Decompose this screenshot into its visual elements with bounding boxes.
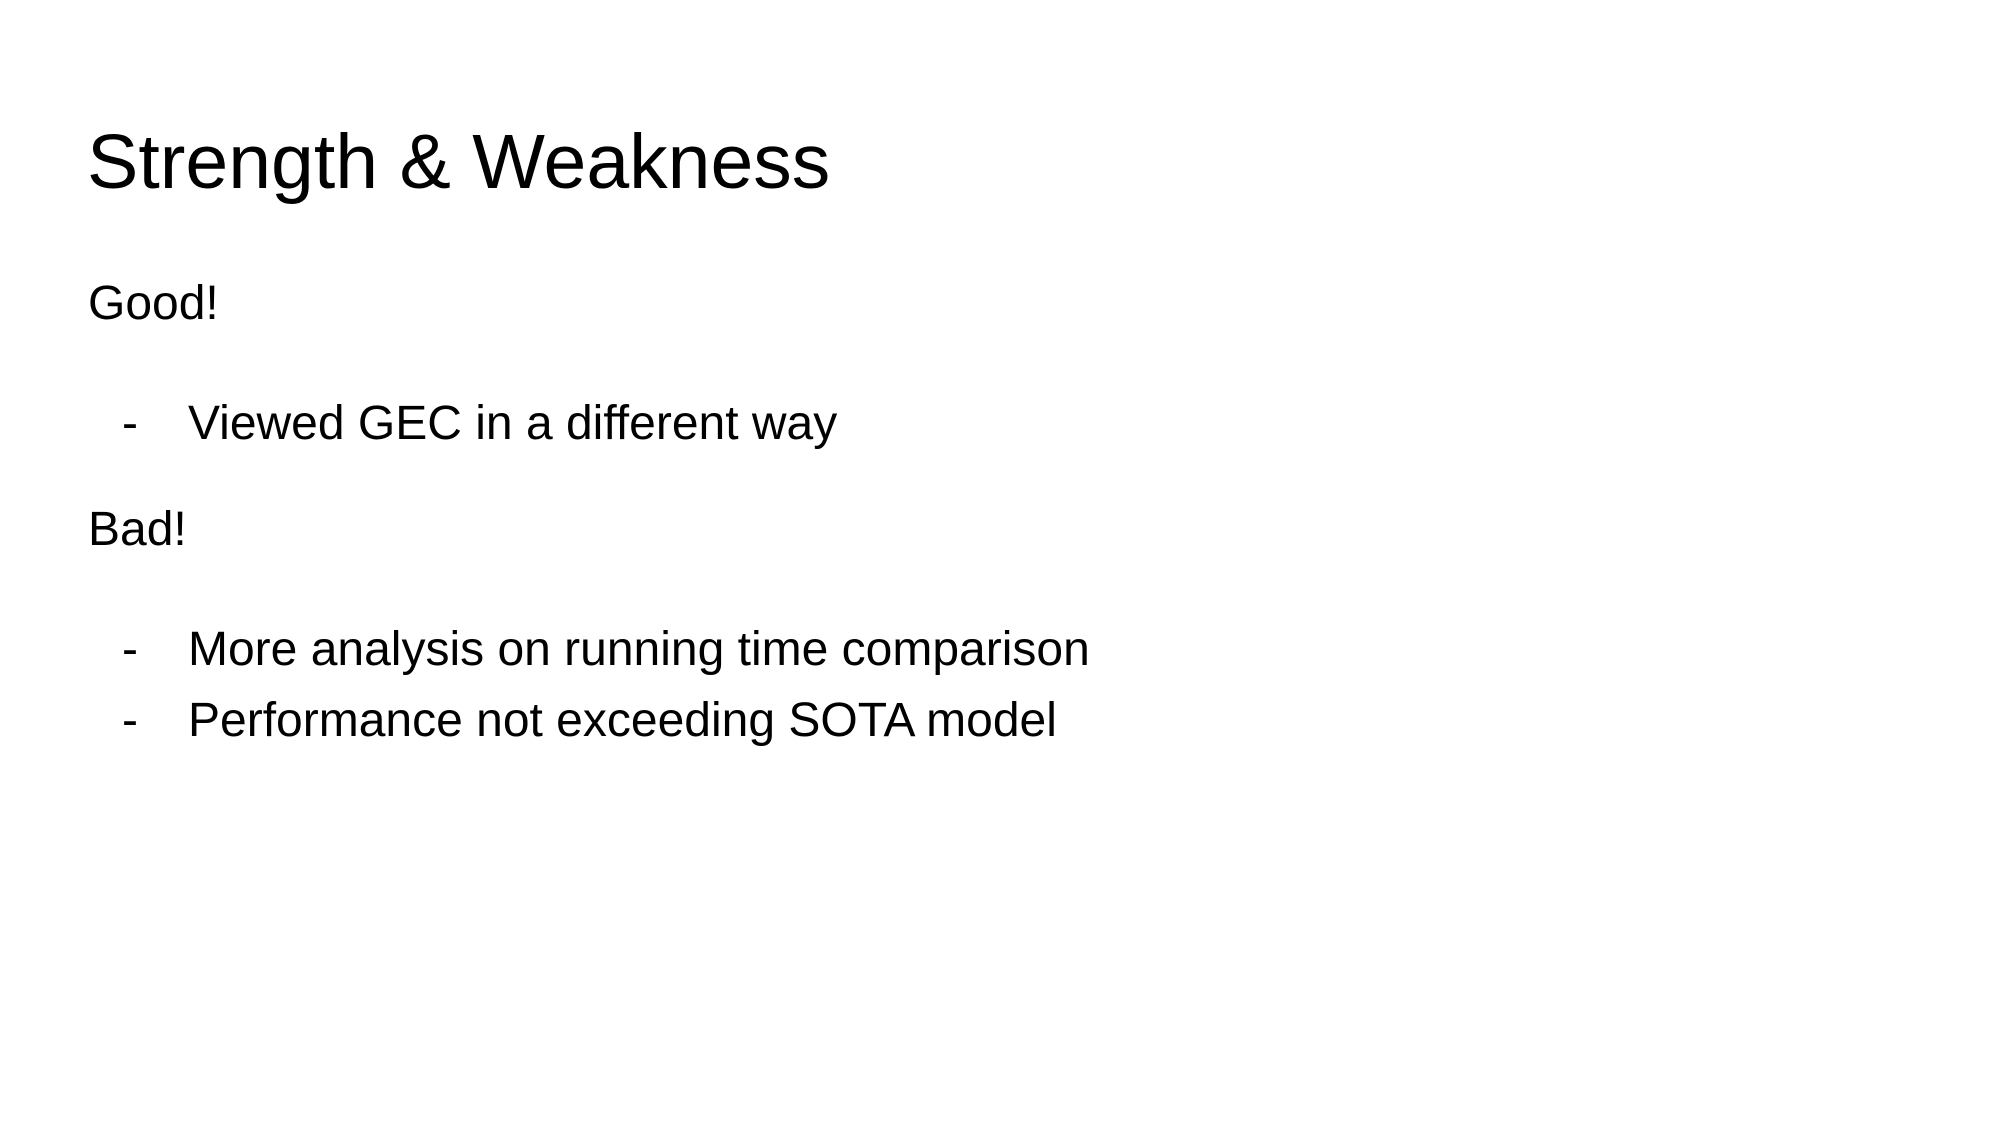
section-heading-bad: Bad!	[88, 503, 187, 556]
bullet-text: Viewed GEC in a different way	[188, 397, 838, 450]
bullet-text: More analysis on running time comparison	[188, 623, 1090, 676]
bullet-text: Performance not exceeding SOTA model	[188, 694, 1057, 747]
bullet-dash: -	[122, 397, 138, 450]
bullet-dash: -	[122, 623, 138, 676]
slide-title: Strength & Weakness	[87, 119, 831, 205]
bullet-dash: -	[122, 694, 138, 747]
section-heading-good: Good!	[88, 277, 219, 330]
